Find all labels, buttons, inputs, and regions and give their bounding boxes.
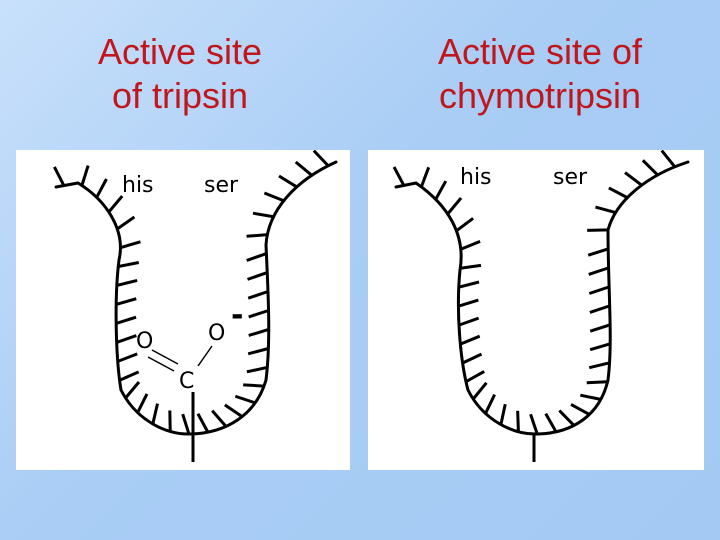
chymotripsin-pocket-outline bbox=[394, 160, 690, 436]
tripsin-pocket-tick bbox=[248, 309, 270, 319]
tripsin-pocket-tick bbox=[246, 252, 267, 262]
tripsin-double-bond-a bbox=[151, 349, 179, 365]
chymotripsin-his-label: his bbox=[460, 165, 492, 190]
tripsin-single-bond bbox=[197, 345, 213, 367]
tripsin-pocket-outline bbox=[54, 160, 338, 436]
chymotripsin-pocket-tick bbox=[589, 342, 611, 352]
chymotripsin-pocket-tick bbox=[587, 247, 609, 257]
chymotripsin-title-line1: Active site of bbox=[437, 31, 643, 72]
tripsin-pocket-tick bbox=[263, 191, 285, 203]
chymotripsin-diagram-panel: his ser bbox=[368, 150, 704, 470]
chymotripsin-pocket-tick bbox=[641, 159, 659, 177]
tripsin-pocket-tick bbox=[116, 215, 136, 231]
chymotripsin-pocket-tick bbox=[461, 352, 483, 365]
tripsin-his-label: his bbox=[122, 173, 154, 198]
tripsin-pocket-tick bbox=[80, 165, 90, 186]
chymotripsin-pocket-tick bbox=[484, 393, 496, 415]
tripsin-pocket-tick bbox=[224, 403, 243, 418]
tripsin-pocket-tick bbox=[312, 150, 330, 167]
chymotripsin-title-line2: chymotripsin bbox=[438, 75, 642, 116]
chymotripsin-pocket-tick bbox=[446, 197, 463, 215]
chymotripsin-title: Active site of chymotripsin bbox=[380, 30, 700, 118]
chymotripsin-active-site-diagram: his ser bbox=[392, 150, 690, 462]
tripsin-pocket-tick bbox=[107, 195, 124, 213]
chymotripsin-pocket-tick bbox=[460, 263, 482, 270]
chymotripsin-pocket-tick bbox=[558, 409, 575, 427]
chymotripsin-pocket-tick bbox=[544, 412, 558, 433]
chymotripsin-pocket-tick bbox=[392, 166, 406, 187]
chymotripsin-pocket-tick bbox=[458, 316, 480, 327]
tripsin-pocket-tick bbox=[248, 328, 270, 337]
tripsin-pocket-tick bbox=[294, 160, 313, 177]
chymotripsin-pocket-ticks bbox=[392, 150, 676, 435]
chymotripsin-pocket-tick bbox=[608, 186, 629, 199]
chymotripsin-pocket-tick bbox=[465, 370, 485, 383]
tripsin-pocket-tick bbox=[119, 370, 140, 382]
chymotripsin-pocket-tick bbox=[458, 280, 480, 289]
tripsin-pocket-tick bbox=[119, 240, 141, 250]
tripsin-pocket-tick bbox=[234, 394, 256, 405]
tripsin-pocket-tick bbox=[278, 174, 298, 189]
chymotripsin-pocket-tick bbox=[589, 304, 611, 314]
chymotripsin-pocket-tick bbox=[460, 240, 481, 251]
tripsin-pocket-tick bbox=[117, 261, 140, 268]
chymotripsin-ser-label: ser bbox=[553, 165, 588, 190]
tripsin-pocket-tick bbox=[247, 290, 269, 300]
chymotripsin-pocket-tick bbox=[624, 171, 643, 187]
tripsin-title-line2: of tripsin bbox=[111, 75, 249, 116]
tripsin-pocket-tick bbox=[247, 347, 269, 356]
chymotripsin-pocket-tick bbox=[588, 266, 610, 276]
tripsin-pocket-tick bbox=[252, 211, 274, 219]
tripsin-pocket-tick bbox=[246, 365, 268, 374]
tripsin-diagram-panel: his ser O O C - bbox=[16, 150, 350, 470]
tripsin-title-line1: Active site bbox=[97, 31, 263, 72]
chymotripsin-pocket-tick bbox=[580, 393, 602, 401]
tripsin-double-bond-b bbox=[147, 356, 175, 372]
chymotripsin-pocket-tick bbox=[499, 403, 507, 425]
chymotripsin-pocket-tick bbox=[516, 410, 520, 432]
tripsin-negative-charge: - bbox=[231, 298, 243, 333]
tripsin-pocket-tick bbox=[196, 413, 210, 433]
chymotripsin-pocket-tick bbox=[595, 205, 617, 214]
tripsin-pocket-tick bbox=[53, 166, 66, 187]
chymotripsin-pocket-tick bbox=[586, 380, 608, 385]
chymotripsin-pocket-tick bbox=[419, 166, 431, 188]
tripsin-carboxylate-o-right: O bbox=[208, 321, 225, 346]
tripsin-pocket-tick bbox=[151, 403, 159, 425]
tripsin-pocket-tick bbox=[124, 381, 141, 399]
tripsin-pocket-tick bbox=[211, 409, 228, 428]
tripsin-carboxylate-carbon: C bbox=[179, 369, 194, 394]
chymotripsin-pocket-tick bbox=[472, 381, 488, 400]
tripsin-pocket-ticks bbox=[53, 150, 330, 435]
chymotripsin-pocket-tick bbox=[455, 217, 475, 233]
chymotripsin-pocket-tick bbox=[529, 413, 539, 435]
chymotripsin-pocket-tick bbox=[588, 285, 610, 295]
tripsin-pocket-tick bbox=[115, 297, 137, 306]
chymotripsin-pocket-tick bbox=[588, 361, 610, 370]
tripsin-pocket-tick bbox=[181, 413, 191, 435]
tripsin-pocket-tick bbox=[117, 352, 138, 363]
chymotripsin-pocket-tick bbox=[660, 150, 676, 168]
tripsin-pocket-tick bbox=[246, 233, 268, 238]
chymotripsin-pocket-tick bbox=[570, 403, 591, 416]
tripsin-pocket-tick bbox=[116, 334, 137, 344]
tripsin-title: Active site of tripsin bbox=[20, 30, 340, 118]
tripsin-pocket-tick bbox=[116, 279, 138, 287]
tripsin-pocket-tick bbox=[247, 271, 268, 281]
tripsin-active-site-diagram: his ser O O C - bbox=[53, 150, 338, 462]
chymotripsin-pocket-tick bbox=[459, 334, 481, 346]
tripsin-ser-label: ser bbox=[204, 173, 239, 198]
chymotripsin-pocket-tick bbox=[589, 323, 611, 333]
tripsin-pocket-tick bbox=[243, 383, 265, 388]
tripsin-pocket-tick bbox=[136, 393, 149, 414]
tripsin-pocket-tick bbox=[115, 315, 137, 325]
tripsin-carboxylate-o-left: O bbox=[136, 329, 153, 354]
tripsin-pocket-tick bbox=[95, 178, 108, 199]
chymotripsin-pocket-tick bbox=[434, 180, 448, 201]
chymotripsin-pocket-tick bbox=[457, 298, 479, 308]
